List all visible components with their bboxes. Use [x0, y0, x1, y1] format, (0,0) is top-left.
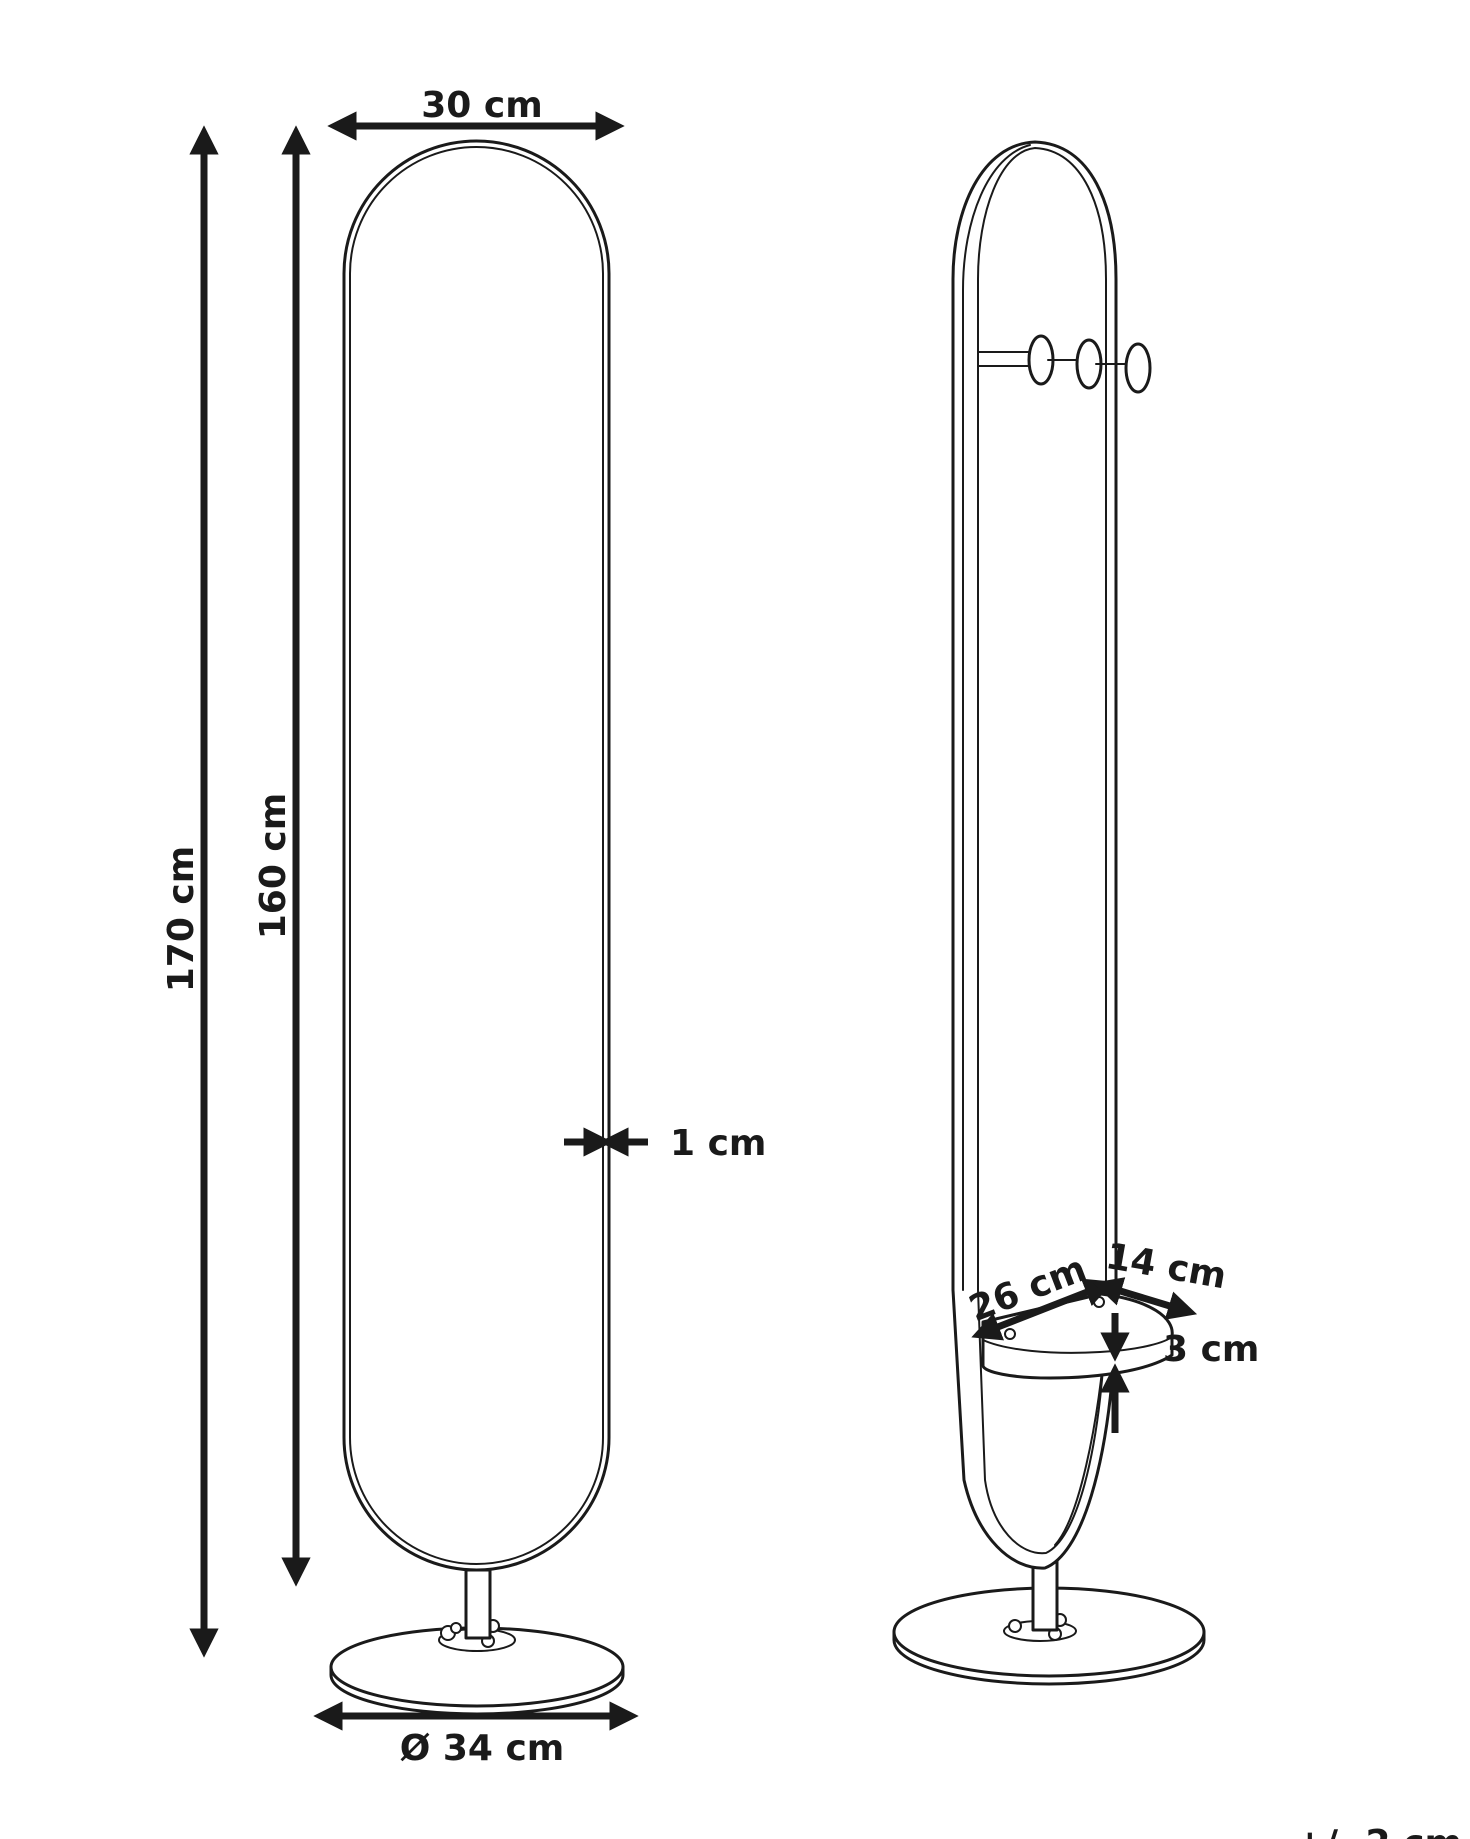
total-height-label: 170 cm [161, 846, 202, 993]
front-stem [464, 1568, 492, 1640]
tolerance-note: +/- 2 cm [1295, 1823, 1462, 1839]
width-label: 30 cm [421, 85, 542, 126]
side-frame-inner [977, 147, 1107, 1555]
front-view [329, 139, 625, 1716]
tray-length-dimension-arrow [971, 1278, 1114, 1341]
side-stem [1031, 1558, 1059, 1632]
front-frame-outer [342, 139, 611, 1572]
tray-height-label: 3 cm [1163, 1329, 1259, 1370]
front-frame-inner [349, 146, 604, 1565]
base-diameter-label: Ø 34 cm [400, 1728, 565, 1769]
frame-height-label: 160 cm [253, 793, 294, 940]
side-view [892, 140, 1206, 1686]
thickness-label: 1 cm [670, 1123, 766, 1164]
hooks [977, 334, 1152, 394]
tray-depth-dimension-arrow [1092, 1277, 1198, 1320]
